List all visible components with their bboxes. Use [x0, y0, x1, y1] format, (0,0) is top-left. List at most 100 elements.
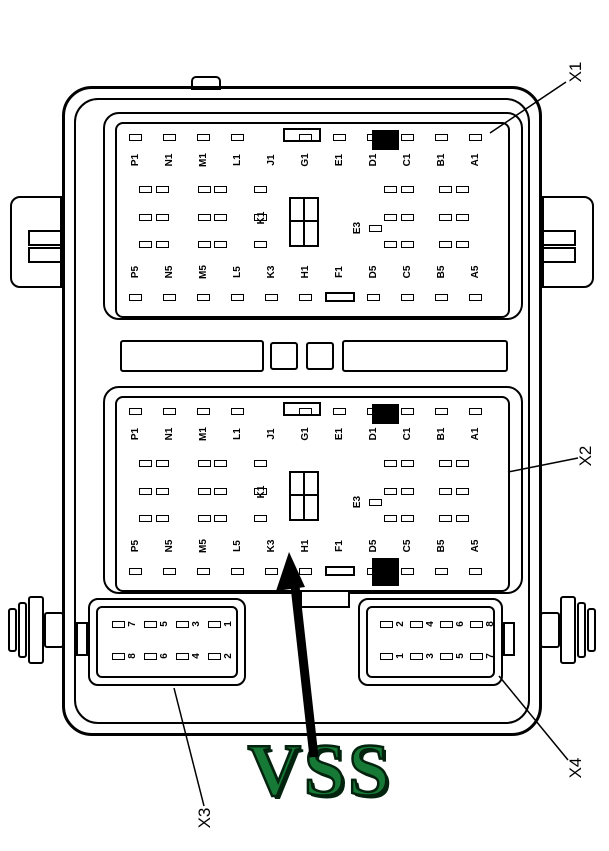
pin-contact [156, 186, 169, 193]
pin-label-p5: P5 [129, 539, 141, 553]
slot-f1 [325, 292, 355, 302]
pin-contact [198, 488, 211, 495]
pin-contact [214, 241, 227, 248]
pin-contact [254, 214, 267, 221]
blanked-cavity [372, 130, 399, 150]
pin-contact [214, 460, 227, 467]
callout-x1: X1 [566, 61, 585, 83]
pin-contact [401, 460, 414, 467]
pin-4 [410, 621, 423, 628]
pin-label-c5: C5 [401, 265, 413, 279]
pin-contact [456, 214, 469, 221]
pin-label-m1: M1 [197, 427, 209, 441]
pin-contact [401, 515, 414, 522]
pin-a5 [469, 568, 482, 575]
callout-x4: X4 [566, 757, 585, 779]
pin-contact [139, 214, 152, 221]
pin-contact [439, 241, 452, 248]
pin-label-a5: A5 [469, 265, 481, 279]
pin-contact [401, 488, 414, 495]
pin-contact [456, 515, 469, 522]
pin-contact [198, 186, 211, 193]
pin-label-l5: L5 [231, 540, 243, 552]
pin-5 [144, 621, 157, 628]
pin-a1 [469, 408, 482, 415]
relay-cavity-line [303, 473, 305, 519]
pin-m1 [197, 408, 210, 415]
pin-m1 [197, 134, 210, 141]
pin-label-6: 6 [454, 621, 466, 627]
pin-contact [214, 186, 227, 193]
pin-contact [456, 460, 469, 467]
pin-contact [456, 488, 469, 495]
pin-contact [439, 186, 452, 193]
mount-knob-left [8, 608, 17, 652]
pin-h1 [299, 294, 312, 301]
pin-label-3: 3 [190, 621, 202, 627]
pin-contact [214, 214, 227, 221]
mount-ear-right-bar [542, 230, 576, 246]
pin-label-d5: D5 [367, 539, 379, 553]
pin-contact [384, 488, 397, 495]
pin-label-a1: A1 [469, 153, 481, 167]
pin-contact [156, 515, 169, 522]
pin-label-a1: A1 [469, 427, 481, 441]
pin-2 [208, 653, 221, 660]
pin-contact [401, 214, 414, 221]
pin-contact [456, 241, 469, 248]
pin-contact [254, 186, 267, 193]
pin-contact [198, 241, 211, 248]
pin-label-f1: F1 [333, 540, 345, 552]
pin-label-n5: N5 [163, 265, 175, 279]
pin-contact [439, 214, 452, 221]
pin-n5 [163, 568, 176, 575]
pin-label-p1: P1 [129, 153, 141, 167]
pin-label-8: 8 [126, 653, 138, 659]
pin-label-1: 1 [222, 621, 234, 627]
pin-label-4: 4 [190, 653, 202, 659]
pin-l5 [231, 294, 244, 301]
pin-c1 [401, 408, 414, 415]
pin-4 [176, 653, 189, 660]
pin-label-n1: N1 [163, 427, 175, 441]
center-divider-square [270, 342, 298, 370]
pin-contact [198, 460, 211, 467]
pin-b1 [435, 408, 448, 415]
pin-c5 [401, 294, 414, 301]
pin-l1 [231, 134, 244, 141]
pin-label-h1: H1 [299, 265, 311, 279]
pin-p1 [129, 134, 142, 141]
pin-l1 [231, 408, 244, 415]
mount-knob-left [44, 612, 64, 648]
pin-contact [254, 241, 267, 248]
pin-contact [254, 488, 267, 495]
pin-2 [380, 621, 393, 628]
pin-contact [439, 515, 452, 522]
pin-label-d1: D1 [367, 153, 379, 167]
pin-m5 [197, 294, 210, 301]
pin-k3 [265, 568, 278, 575]
pin-a5 [469, 294, 482, 301]
relay-cavity-line [303, 199, 305, 245]
mount-ear-left-bar [28, 230, 62, 246]
pin-label-4: 4 [424, 621, 436, 627]
pin-label-n5: N5 [163, 539, 175, 553]
pin-contact [384, 186, 397, 193]
pin-7 [112, 621, 125, 628]
pin-8 [112, 653, 125, 660]
pin-contact [139, 488, 152, 495]
pin-7 [470, 653, 483, 660]
pin-c5 [401, 568, 414, 575]
pin-label-l5: L5 [231, 266, 243, 278]
pin-label-p5: P5 [129, 265, 141, 279]
pin-contact [156, 460, 169, 467]
callout-x3: X3 [195, 807, 214, 829]
pin-b5 [435, 294, 448, 301]
pin-c1 [401, 134, 414, 141]
center-bottom-tab [300, 590, 350, 608]
pin-p1 [129, 408, 142, 415]
pin-1 [380, 653, 393, 660]
pin-b5 [435, 568, 448, 575]
vss-label: VSS [246, 730, 393, 812]
